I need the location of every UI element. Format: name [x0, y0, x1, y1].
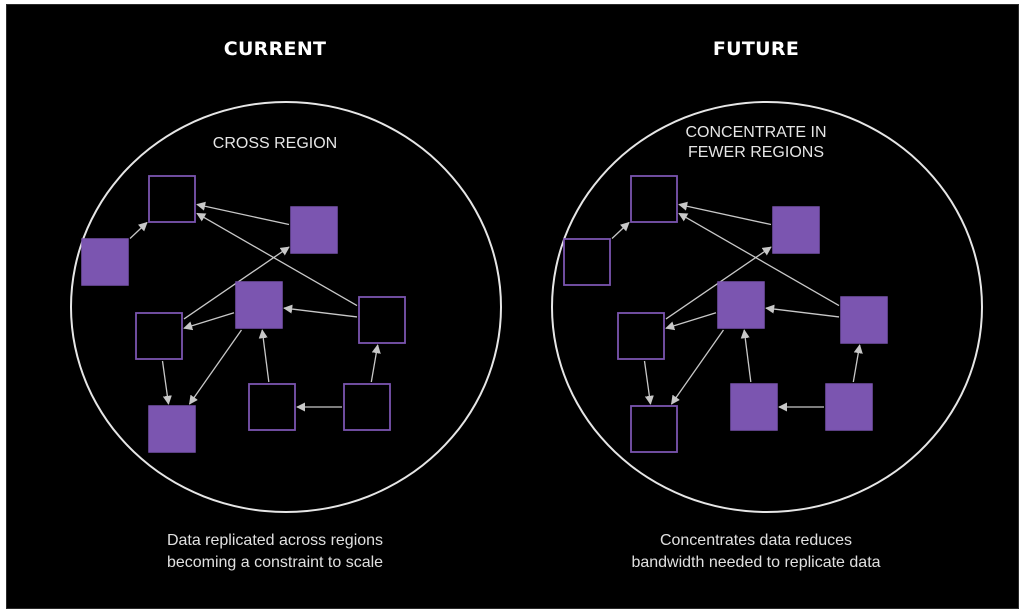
- current-edge-d-g: [161, 360, 172, 405]
- current-node-h-empty: [248, 383, 296, 431]
- future-edge-f-e: [765, 304, 840, 318]
- current-node-i-empty: [343, 383, 391, 431]
- future-node-d-empty: [617, 312, 665, 360]
- future-region-label: CONCENTRATE IN FEWER REGIONS: [506, 123, 1006, 163]
- current-graph: [81, 175, 406, 453]
- current-region-label: CROSS REGION: [25, 134, 525, 154]
- current-edge-h-e: [258, 329, 270, 383]
- current-node-a-empty: [148, 175, 196, 223]
- future-node-c-filled: [772, 206, 820, 254]
- future-graph: [563, 175, 888, 453]
- future-node-g-empty: [630, 405, 678, 453]
- current-node-e-filled: [235, 281, 283, 329]
- current-node-d-empty: [135, 312, 183, 360]
- current-node-g-filled: [148, 405, 196, 453]
- current-edge-i-f: [370, 344, 381, 383]
- current-node-f-empty: [358, 296, 406, 344]
- future-node-h-filled: [730, 383, 778, 431]
- current-region-label-text: CROSS REGION: [212, 135, 338, 152]
- current-region-circle: [70, 101, 502, 513]
- current-edge-f-e: [283, 304, 358, 318]
- future-edge-i-f: [852, 344, 863, 383]
- future-region-label-line2: FEWER REGIONS: [687, 144, 824, 161]
- future-edge-d-g: [643, 360, 654, 405]
- diagram-frame: CURRENT CROSS REGION Data replicated acr…: [6, 4, 1019, 609]
- future-edge-e-d: [665, 312, 717, 331]
- future-node-f-filled: [840, 296, 888, 344]
- future-edge-c-a: [678, 201, 772, 226]
- current-edge-e-d: [183, 312, 235, 331]
- current-caption-line1: Data replicated across regions: [166, 532, 384, 549]
- future-node-a-empty: [630, 175, 678, 223]
- current-edge-c-a: [196, 201, 290, 226]
- future-node-i-filled: [825, 383, 873, 431]
- future-edge-e-g: [671, 329, 724, 405]
- future-edge-h-e: [740, 329, 752, 383]
- future-caption-line2: bandwidth needed to replicate data: [631, 554, 881, 571]
- current-title: CURRENT: [223, 38, 327, 60]
- future-node-b-empty: [563, 238, 611, 286]
- future-edge-b-a: [611, 221, 630, 239]
- current-caption-line2: becoming a constraint to scale: [166, 554, 384, 571]
- future-region-label-line1: CONCENTRATE IN: [685, 124, 827, 141]
- current-node-c-filled: [290, 206, 338, 254]
- future-edge-f-a: [678, 212, 840, 307]
- current-edge-f-a: [196, 212, 358, 307]
- current-caption: Data replicated across regions becoming …: [25, 530, 525, 574]
- future-node-e-filled: [717, 281, 765, 329]
- current-node-b-filled: [81, 238, 129, 286]
- future-title: FUTURE: [712, 38, 800, 60]
- node-graph: [81, 175, 888, 453]
- future-caption-line1: Concentrates data reduces: [659, 532, 853, 549]
- current-panel: CURRENT CROSS REGION Data replicated acr…: [25, 5, 525, 608]
- current-edge-e-g: [189, 329, 242, 405]
- future-caption: Concentrates data reduces bandwidth need…: [506, 530, 1006, 574]
- future-panel: FUTURE CONCENTRATE IN FEWER REGIONS Conc…: [506, 5, 1006, 608]
- current-edge-b-a: [129, 221, 148, 239]
- future-region-circle: [551, 101, 983, 513]
